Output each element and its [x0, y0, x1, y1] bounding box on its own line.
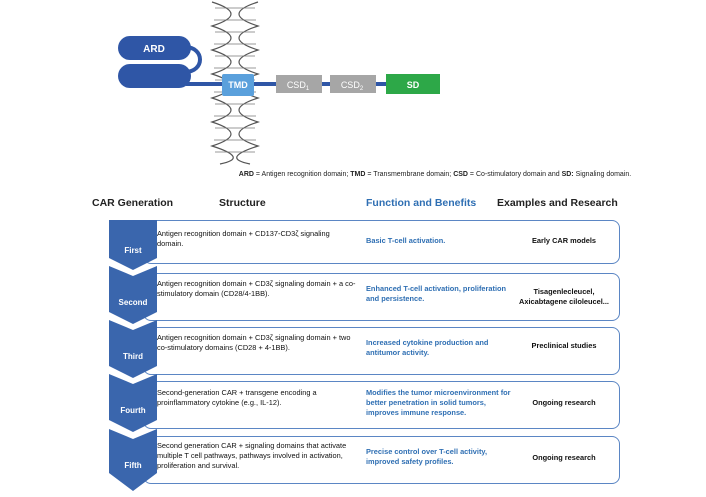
csd2-domain [330, 75, 376, 93]
csd2-label: CSD2 [341, 80, 364, 92]
row-examples: Tisagenlecleucel, Axicabtagene ciloleuce… [519, 287, 609, 306]
generation-arrow-second: Second [109, 266, 157, 324]
row-structure: Antigen recognition domain + CD3ζ signal… [157, 279, 356, 298]
generation-label: Fifth [124, 461, 142, 470]
header-examples: Examples and Research [497, 197, 618, 209]
ard-domain-upper [118, 36, 191, 60]
row-function: Modifies the tumor microenvironment for … [366, 388, 511, 417]
generation-arrow-third: Third [109, 320, 157, 378]
tmd-domain [222, 74, 254, 96]
generation-row-first: Antigen recognition domain + CD137-CD3ζ … [143, 220, 620, 264]
row-structure: Second generation CAR + signaling domain… [157, 441, 347, 470]
row-examples: Preclinical studies [531, 341, 597, 350]
row-function: Enhanced T-cell activation, proliferatio… [366, 284, 507, 303]
generation-row-second: Antigen recognition domain + CD3ζ signal… [143, 273, 620, 321]
sd-label: SD [407, 80, 420, 90]
generation-arrow-fifth: Fifth [109, 429, 157, 491]
row-examples: Ongoing research [532, 453, 596, 462]
row-examples: Ongoing research [532, 398, 596, 407]
legend-ard-abbr: ARD [238, 171, 254, 178]
legend-csd-text: = Co-stimulatory domain and [467, 171, 562, 178]
generation-label: Fourth [120, 406, 146, 415]
header-generation: CAR Generation [92, 197, 174, 209]
row-function: Basic T-cell activation. [366, 236, 446, 245]
generation-arrow-first: First [109, 220, 157, 270]
tmd-label: TMD [228, 80, 248, 90]
sd-domain [386, 74, 440, 94]
generation-label: Third [123, 352, 143, 361]
legend-sd-abbr: SD: [561, 171, 574, 178]
generation-label: Second [118, 298, 148, 307]
row-function: Increased cytokine production and antitu… [366, 338, 489, 357]
row-structure: Second-generation CAR + transgene encodi… [157, 388, 317, 407]
legend-tmd-abbr: TMD [350, 171, 366, 178]
legend-ard-text: = Antigen recognition domain; [253, 171, 351, 178]
generation-row-fifth: Second generation CAR + signaling domain… [143, 436, 620, 484]
generation-label: First [124, 246, 142, 255]
ard-label: ARD [143, 44, 165, 55]
generation-row-fourth: Second-generation CAR + transgene encodi… [143, 381, 620, 429]
csd1-label: CSD1 [287, 80, 310, 92]
row-function: Precise control over T-cell activity, im… [366, 447, 488, 466]
ard-domain-lower [118, 64, 191, 88]
row-examples: Early CAR models [531, 236, 597, 245]
abbreviation-legend: ARD = Antigen recognition domain; TMD = … [180, 171, 690, 178]
row-structure: Antigen recognition domain + CD137-CD3ζ … [157, 229, 330, 248]
row-structure: Antigen recognition domain + CD3ζ signal… [157, 333, 351, 352]
legend-sd-text: Signaling domain. [573, 171, 632, 178]
generation-arrow-fourth: Fourth [109, 374, 157, 432]
car-structure-diagram: ARD TMD CSD1 CSD2 SD [118, 1, 440, 165]
legend-tmd-text: = Transmembrane domain; [365, 171, 454, 178]
legend-csd-abbr: CSD [453, 171, 468, 178]
header-function: Function and Benefits [366, 197, 477, 209]
generation-row-third: Antigen recognition domain + CD3ζ signal… [143, 327, 620, 375]
header-structure: Structure [219, 197, 266, 209]
csd1-domain [276, 75, 322, 93]
